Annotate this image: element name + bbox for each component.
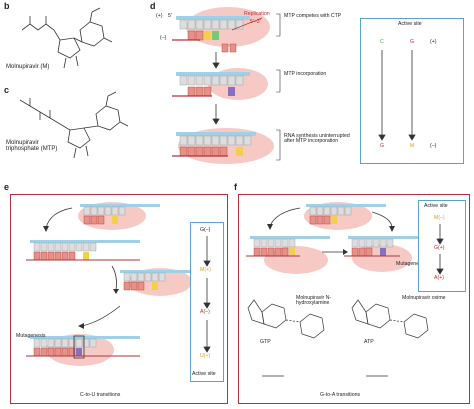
f-oxime-label: Molnupiravir oxime — [402, 295, 446, 301]
d-neg-strand-label: (–) — [160, 35, 167, 41]
panel-d-letter: d — [150, 1, 156, 11]
panel-f-frame — [238, 194, 470, 404]
molnupiravir-label: Molnupiravir (M) — [6, 64, 50, 70]
d-site-top-c: C — [380, 39, 384, 45]
f-active-site-box — [418, 200, 466, 292]
e-mutagenesis-label: Mutagenesis — [16, 333, 46, 339]
step-compete-label: MTP competes with CTP — [284, 13, 342, 19]
panel-c-letter: c — [4, 85, 10, 95]
e-active-site-title: Active site — [192, 371, 216, 377]
f-atp-label: ATP — [364, 339, 374, 345]
mtp-label: Molnupiravir triphosphate (MTP) — [6, 140, 58, 153]
replication-label: Replication — [244, 11, 270, 17]
d-active-site-title: Active site — [398, 21, 422, 27]
f-site-g: G(+) — [434, 245, 445, 251]
e-site-m: M(+) — [200, 267, 211, 273]
f-site-m: M(–) — [434, 215, 445, 221]
replication-direction: 5'–3' — [250, 19, 261, 25]
e-site-u: U(+) — [200, 353, 211, 359]
e-caption: C-to-U transitions — [80, 392, 121, 398]
d-site-bottom-strand: (–) — [430, 143, 437, 149]
d-site-top-strand: (+) — [430, 39, 437, 45]
f-n-hydroxylamine-label: Molnupiravir N-hydroxylamine — [296, 295, 332, 307]
panel-b-letter: b — [4, 1, 10, 11]
e-site-a: A(–) — [200, 309, 210, 315]
d-site-top-g: G — [410, 39, 415, 45]
f-mutagenesis-label: Mutagenesis — [396, 261, 426, 267]
d-site-bottom-g: G — [380, 143, 385, 149]
d-five-prime-label: 5' — [168, 13, 172, 19]
f-site-a: A(+) — [434, 275, 444, 281]
d-pos-strand-label: (+) — [156, 13, 163, 19]
f-active-site-title: Active site — [424, 203, 448, 209]
panel-e-frame — [10, 194, 228, 404]
step-synthesis-label: RNA synthesis uninterrupted after MTP in… — [284, 133, 350, 145]
step-incorporation-label: MTP incorporation — [284, 71, 327, 77]
f-caption: G-to-A transitions — [320, 392, 361, 398]
e-site-g: G(–) — [200, 227, 211, 233]
panel-e-letter: e — [4, 182, 10, 192]
d-site-bottom-m: M — [410, 143, 415, 149]
f-gtp-label: GTP — [260, 339, 271, 345]
panel-f-letter: f — [234, 182, 237, 192]
